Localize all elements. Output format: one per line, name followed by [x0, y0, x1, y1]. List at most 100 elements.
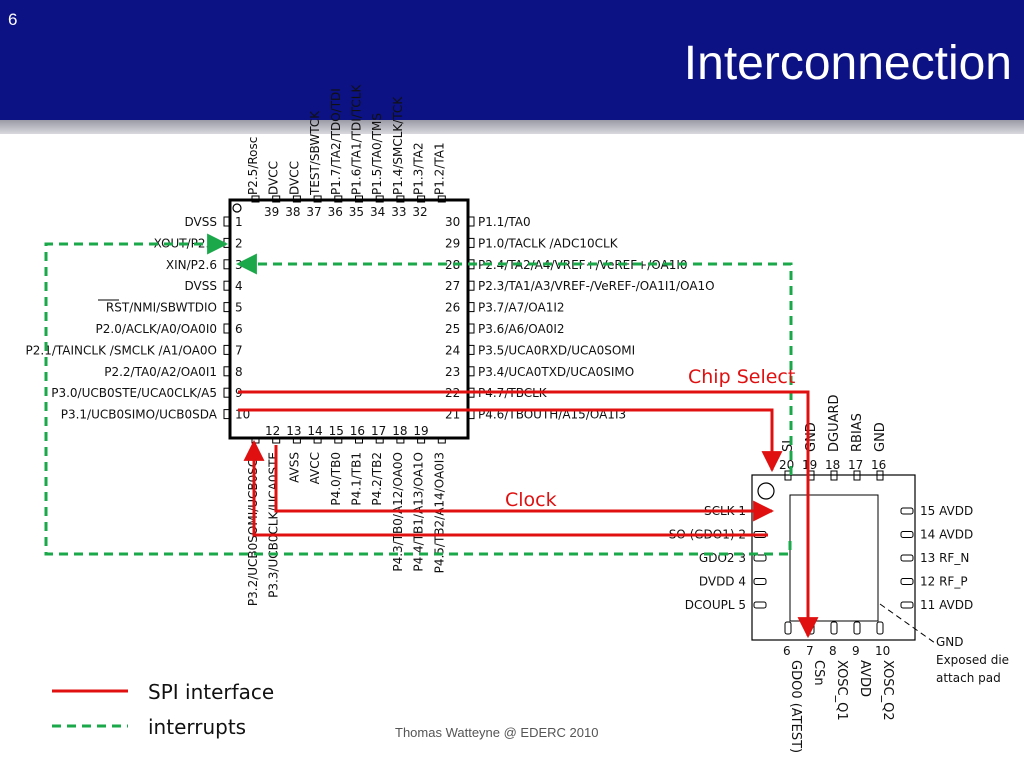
mcu-left-pin [223, 259, 231, 270]
mcu-bottom-pin-number: 12 [265, 424, 280, 438]
gnd-note-line-3: attach pad [936, 671, 1001, 685]
radio-right-pin [900, 601, 914, 609]
radio-bottom-pin-label: XOSC_Q2 [880, 660, 895, 721]
mcu-bottom-pin [313, 436, 322, 444]
mcu-right-pin-number: 24 [445, 343, 460, 357]
mcu-top-pin [417, 195, 426, 203]
mcu-bottom-pin-label: P4.5/TB2/A14/OA0I3 [432, 452, 446, 573]
spi-lines [238, 390, 819, 639]
spi-line-clock [274, 445, 775, 522]
mcu-left-pin-number: 8 [235, 365, 243, 379]
radio-bottom-pin-label: GDO0 (ATEST) [788, 660, 803, 753]
mcu-left-pin [223, 323, 231, 334]
radio-top-pin [784, 470, 792, 481]
radio-right-pin [900, 578, 914, 585]
slide-footer: Thomas Watteyne @ EDERC 2010 [395, 725, 599, 740]
mcu-top-pin-number: 36 [328, 205, 343, 219]
mcu-bottom-pin-number: 18 [392, 424, 407, 438]
mcu-top-pin [375, 195, 384, 203]
radio-bottom-pin [784, 621, 792, 635]
mcu-left-pin-number: 4 [235, 279, 243, 293]
radio-top-pin-number: 17 [848, 458, 863, 472]
mcu-left-pin-label: P3.1/UCB0SIMO/UCB0SDA [61, 408, 218, 422]
chip-select-label: Chip Select [688, 366, 795, 388]
radio-bottom-pin-label: CSn [811, 660, 826, 686]
mcu-right-pin [467, 280, 475, 291]
mcu-left-pin [223, 344, 231, 355]
mcu-pins [223, 195, 475, 444]
radio-top-pin [830, 470, 838, 481]
radio-top-pin [876, 470, 884, 481]
radio-right-pin-label: 13 RF_N [920, 551, 969, 565]
mcu-top-pin [334, 195, 343, 203]
mcu-bottom-pin-number: 16 [350, 424, 365, 438]
mcu-bottom-pin [396, 436, 405, 444]
mcu-bottom-pin-number: 14 [307, 424, 322, 438]
mcu-right-pin-label: P1.0/TACLK /ADC10CLK [478, 236, 619, 250]
radio-top-pin-label: GND [873, 422, 888, 452]
mcu-right-pin [467, 302, 475, 313]
radio-pin1-dot [757, 482, 775, 500]
mcu-right-pin-label: P1.1/TA0 [478, 215, 531, 229]
mcu-top-pin [396, 195, 405, 203]
radio-top-pin-number: 16 [871, 458, 886, 472]
mcu-top-pin-label: P1.6/TA1/TDI/TCLK [350, 84, 364, 195]
mcu-bottom-pin-number: 17 [371, 424, 386, 438]
mcu-right-pin [467, 216, 475, 227]
mcu-top-pin-label: TEST/SBWTCK [308, 110, 322, 196]
interrupt-line-xout [44, 233, 792, 556]
mcu-top-pin-label: P1.7/TA2/TDO/TDI [329, 88, 343, 195]
mcu-top-pin [251, 195, 260, 203]
mcu-top-pin-label: P1.5/TA0/TMS [370, 113, 384, 195]
mcu-left-pin-label: P2.0/ACLK/A0/OA0I0 [96, 322, 217, 336]
radio-right-pin [900, 507, 914, 515]
mcu-right-pin [467, 344, 475, 355]
mcu-pin1-dot [232, 203, 242, 213]
radio-bottom-pin [853, 621, 861, 635]
mcu-top-pin-number: 34 [370, 205, 385, 219]
radio-right-pin-label: 14 AVDD [920, 528, 973, 542]
mcu-bottom-pin [437, 436, 446, 444]
mcu-bottom-pin [334, 436, 343, 444]
mcu-top-pin-label: DVCC [267, 161, 281, 195]
radio-top-pin-number: 18 [825, 458, 840, 472]
mcu-right-pin-label: P3.5/UCA0RXD/UCA0SOMI [478, 343, 635, 357]
header-stripe [0, 120, 1024, 134]
radio-right-pin-label: 15 AVDD [920, 504, 973, 518]
legend: SPI interface interrupts [52, 680, 274, 739]
mcu-top-pin-number: 32 [412, 205, 427, 219]
mcu-left-pin [223, 366, 231, 377]
mcu-top-pin-number: 38 [285, 205, 300, 219]
radio-bottom-pin-number: 10 [875, 644, 890, 658]
mcu-right-pin-number: 30 [445, 215, 460, 229]
mcu-top-pin-number: 35 [349, 205, 364, 219]
radio-top-pin-label: GND [804, 422, 819, 452]
radio-right-pin-label: 11 AVDD [920, 598, 973, 612]
gnd-note-line-1: GND [936, 635, 964, 649]
interrupt-lines [44, 233, 793, 556]
mcu-top-pin-label: P1.2/TA1 [432, 142, 446, 195]
mcu-right-pin-label: P3.6/A6/OA0I2 [478, 322, 565, 336]
mcu-right-pin [467, 237, 475, 248]
mcu-bottom-pin [272, 436, 281, 444]
radio-top-pin-number: 19 [802, 458, 817, 472]
mcu-bottom-pin-label: P3.3/UCB0CLK/UCA0STE [267, 452, 281, 598]
radio-bottom-pin-number: 7 [806, 644, 814, 658]
mcu-left-pin-label: DVSS [185, 215, 217, 229]
mcu-bottom-pin [355, 436, 363, 444]
mcu-left-pin-label: RST/NMI/SBWTDIO [106, 301, 217, 315]
mcu-bottom-pin-label: AVCC [308, 452, 322, 484]
legend-spi-label: SPI interface [148, 680, 274, 704]
radio-bottom-pin [830, 621, 838, 635]
mcu-top-pin [437, 195, 446, 203]
mcu-right-pin-label: P3.7/A7/OA1I2 [478, 301, 565, 315]
radio-bottom-pin-label: AVDD [857, 660, 872, 697]
mcu-left-pin [223, 302, 231, 313]
mcu-bottom-pin [417, 436, 426, 444]
mcu-left-pin-label: P3.0/UCB0STE/UCA0CLK/A5 [51, 386, 217, 400]
